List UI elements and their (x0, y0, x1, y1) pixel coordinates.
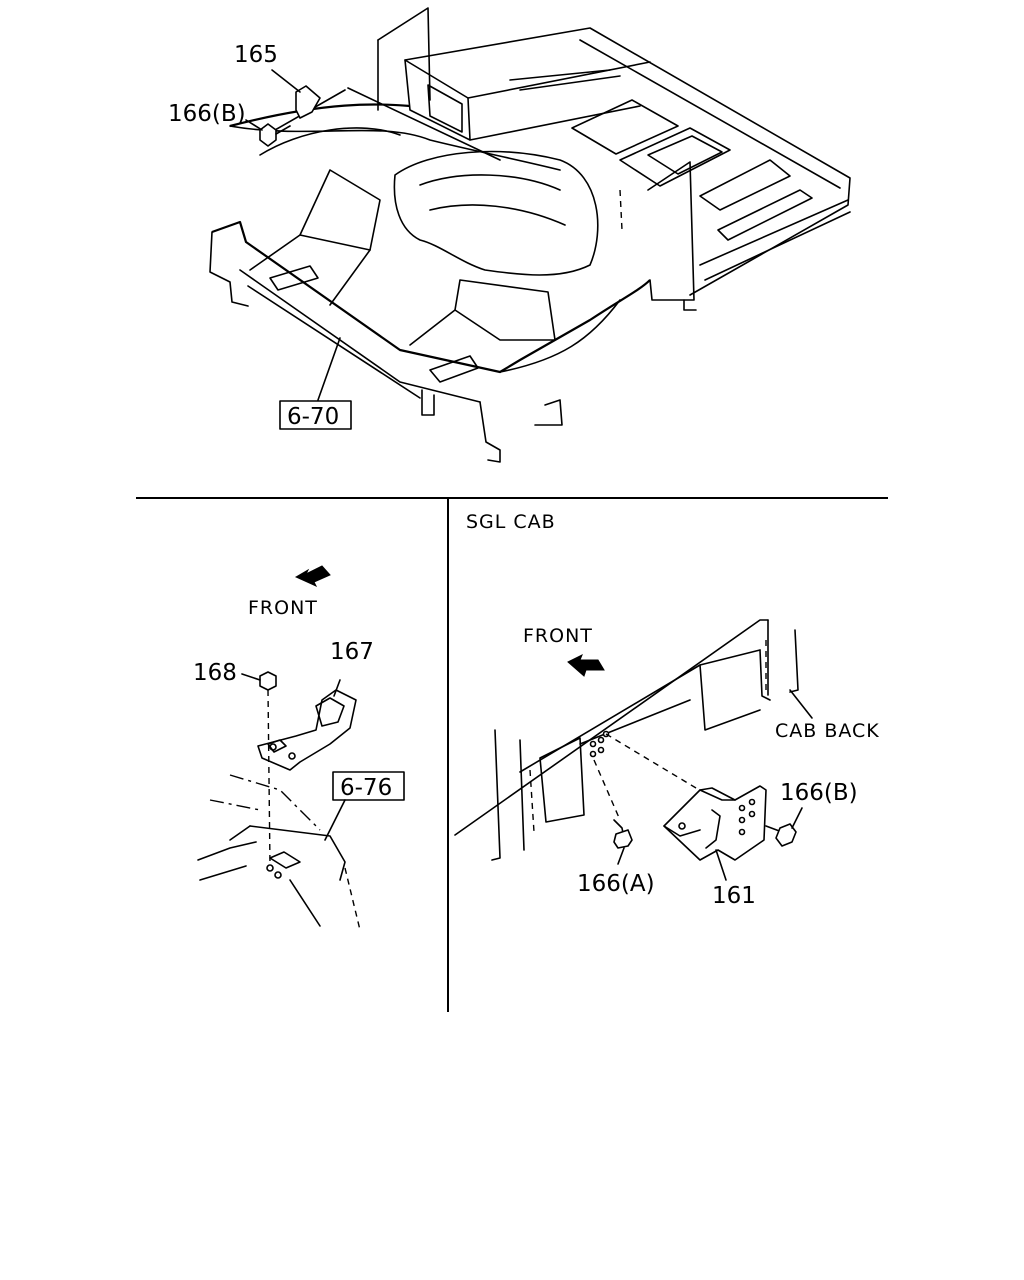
ref-6-76: 6-76 (340, 775, 392, 801)
bracket-167-detail: FRONT 168 167 6-76 (193, 565, 405, 931)
label-166b-right: 166(B) (780, 780, 858, 806)
cab-floor-drawing: 165 166(B) 6-70 (168, 7, 851, 463)
bracket-161-detail: SGL CAB FRONT (454, 511, 880, 909)
front-label-left: FRONT (248, 597, 318, 619)
variant-label: SGL CAB (466, 511, 556, 533)
label-166a: 166(A) (577, 871, 655, 897)
front-label-right: FRONT (523, 625, 593, 647)
label-167: 167 (330, 639, 374, 665)
front-arrow-icon (294, 565, 331, 588)
cab-back-label: CAB BACK (775, 720, 880, 742)
label-165: 165 (234, 42, 278, 68)
front-arrow-icon-right (567, 653, 605, 677)
label-166b-top: 166(B) (168, 101, 246, 127)
ref-6-70: 6-70 (287, 404, 339, 430)
label-168: 168 (193, 660, 237, 686)
label-161: 161 (712, 883, 756, 909)
